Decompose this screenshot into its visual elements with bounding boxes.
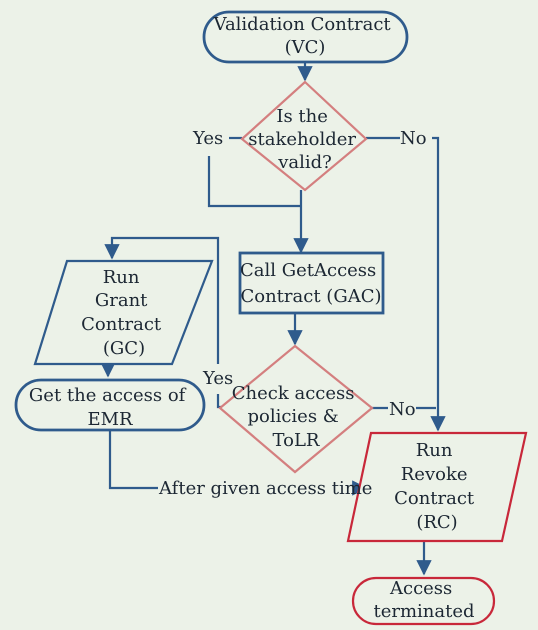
validation-contract-label: Validation Contract (VC) — [213, 14, 397, 58]
access-terminated-label: Access terminated — [373, 578, 474, 622]
run-grant-label: Run Grant Contract (GC) — [81, 267, 167, 359]
check-access-label: Check access policies & ToLR — [232, 383, 360, 451]
edge-check-yes-loop — [216, 394, 222, 409]
run-revoke-label: Run Revoke Contract (RC) — [394, 440, 480, 533]
edge-check-yes-up — [104, 236, 220, 364]
stakeholder-yes-label: Yes — [192, 128, 223, 149]
node-run-grant: Run Grant Contract (GC) — [33, 259, 214, 366]
stakeholder-no-label: No — [400, 128, 427, 149]
node-call-getaccess: Call GetAccess Contract (GAC) — [238, 251, 385, 315]
check-no-label: No — [389, 399, 416, 420]
node-check-access-decision: Check access policies & ToLR — [218, 344, 374, 474]
after-access-time-label: After given access time — [158, 478, 372, 499]
node-validation-contract: Validation Contract (VC) — [202, 10, 409, 64]
check-yes-label: Yes — [202, 368, 233, 389]
edge-stakeholder-no-down — [430, 136, 446, 432]
node-run-revoke: Run Revoke Contract (RC) — [346, 431, 528, 543]
edge-stakeholder-yes-down — [207, 156, 301, 208]
edge-getaccess-down — [108, 430, 158, 490]
node-get-access: Get the access of EMR — [14, 378, 206, 432]
node-access-terminated: Access terminated — [351, 576, 496, 626]
call-getaccess-label: Call GetAccess Contract (GAC) — [240, 260, 382, 307]
stakeholder-decision-label: Is the stakeholder valid? — [248, 106, 361, 173]
node-stakeholder-decision: Is the stakeholder valid? — [240, 80, 368, 192]
get-access-label: Get the access of EMR — [29, 385, 191, 430]
